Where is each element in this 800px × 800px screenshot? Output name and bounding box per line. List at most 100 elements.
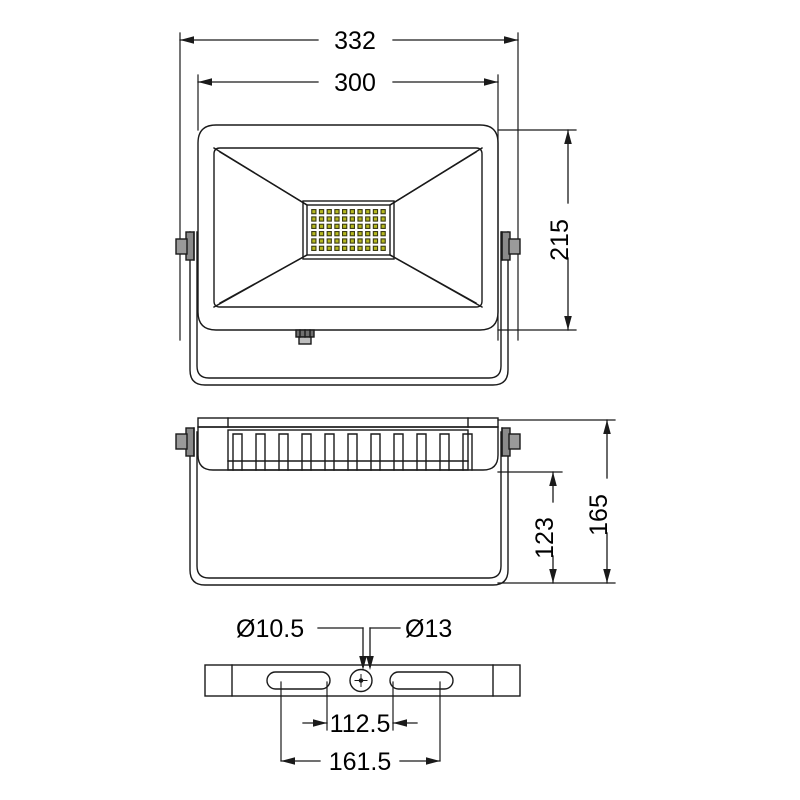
led-chip	[341, 223, 348, 229]
led-chip	[318, 209, 325, 215]
led-chip	[349, 216, 355, 222]
cooling-fin	[370, 433, 381, 471]
side-left-mount-knob	[175, 427, 195, 457]
dimension-label-112-5: 112.5	[330, 710, 391, 738]
led-panel-frame	[302, 200, 395, 260]
front-mounting-bracket	[189, 231, 509, 386]
cooling-fin	[232, 433, 243, 471]
dimension-215: 215	[546, 129, 574, 331]
front-cable-gland	[295, 329, 315, 345]
led-chip	[326, 223, 332, 229]
led-chip	[380, 216, 386, 222]
led-chip	[349, 238, 355, 244]
led-chip	[334, 245, 340, 251]
led-chip	[357, 231, 363, 237]
led-chip	[326, 216, 332, 222]
front-reflector-facets	[213, 147, 483, 308]
dimension-label-215: 215	[546, 219, 574, 261]
led-chip	[380, 223, 386, 229]
led-chip	[334, 223, 340, 229]
side-housing-body	[197, 426, 499, 471]
led-chip	[334, 216, 340, 222]
bottom-view	[204, 664, 521, 697]
side-right-mount-knob	[501, 427, 521, 457]
led-chip	[372, 231, 379, 237]
led-chip	[341, 231, 348, 237]
led-chip	[357, 245, 363, 251]
front-right-mount-knob	[501, 231, 521, 261]
led-chip	[365, 223, 371, 229]
led-chip	[365, 231, 371, 237]
led-chip	[365, 216, 371, 222]
led-chip	[318, 238, 325, 244]
front-bezel	[213, 147, 483, 308]
dimension-label-161-5: 161.5	[329, 748, 392, 776]
led-chip	[365, 238, 371, 244]
dimension-112-5: 112.5	[302, 710, 418, 738]
cooling-fin	[347, 433, 358, 471]
dimension-label-123: 123	[531, 517, 559, 559]
led-chip	[372, 223, 379, 229]
front-housing-body	[197, 124, 499, 331]
led-chip	[318, 231, 325, 237]
led-chip	[311, 245, 317, 251]
led-chip	[372, 245, 379, 251]
led-chip	[311, 209, 317, 215]
led-chip	[341, 216, 348, 222]
led-chip	[341, 209, 348, 215]
bracket-center-hole	[349, 668, 373, 693]
bracket-slot-left	[266, 671, 331, 690]
led-chip	[311, 238, 317, 244]
cooling-fin	[393, 433, 404, 471]
cooling-fin	[255, 433, 266, 471]
led-chip	[372, 238, 379, 244]
led-chip	[326, 238, 332, 244]
led-chip	[326, 209, 332, 215]
led-chip	[318, 223, 325, 229]
led-chip	[349, 245, 355, 251]
led-chip	[380, 231, 386, 237]
led-chip	[365, 209, 371, 215]
dimension-label-332: 332	[334, 27, 376, 55]
dimension-332: 332	[179, 27, 519, 55]
extension-lines-bottom	[280, 681, 441, 761]
dimension-label-300: 300	[334, 69, 376, 97]
cooling-fin	[301, 433, 312, 471]
leader-hole-diameter: Ø13	[366, 615, 452, 670]
dimension-label-slot-diameter: Ø10.5	[236, 615, 304, 643]
led-chip	[341, 238, 348, 244]
cooling-fin	[416, 433, 427, 471]
extension-lines-depth	[497, 419, 616, 584]
led-chip	[380, 238, 386, 244]
dimension-label-165: 165	[585, 494, 613, 536]
led-chip	[357, 238, 363, 244]
dimension-161-5: 161.5	[280, 748, 441, 776]
led-chip	[311, 216, 317, 222]
led-chip	[334, 231, 340, 237]
led-chip	[372, 209, 379, 215]
front-left-mount-knob	[175, 231, 195, 261]
led-chip	[318, 216, 325, 222]
extension-lines-215	[497, 129, 577, 331]
led-chip	[349, 223, 355, 229]
led-chip	[357, 216, 363, 222]
led-chip	[349, 231, 355, 237]
led-chip	[311, 231, 317, 237]
led-chip	[326, 245, 332, 251]
side-mounting-bracket	[189, 431, 509, 586]
bracket-slot-right	[389, 671, 454, 690]
led-chip	[357, 223, 363, 229]
dimension-300: 300	[197, 69, 499, 97]
led-chip	[380, 209, 386, 215]
side-view	[175, 417, 521, 586]
led-chip	[365, 245, 371, 251]
led-chip	[349, 209, 355, 215]
led-chip	[372, 216, 379, 222]
led-chip	[318, 245, 325, 251]
cooling-fin	[439, 433, 450, 471]
side-top-plate	[197, 417, 499, 428]
led-chip	[311, 223, 317, 229]
dimension-165: 165	[585, 419, 613, 584]
cooling-fin	[278, 433, 289, 471]
